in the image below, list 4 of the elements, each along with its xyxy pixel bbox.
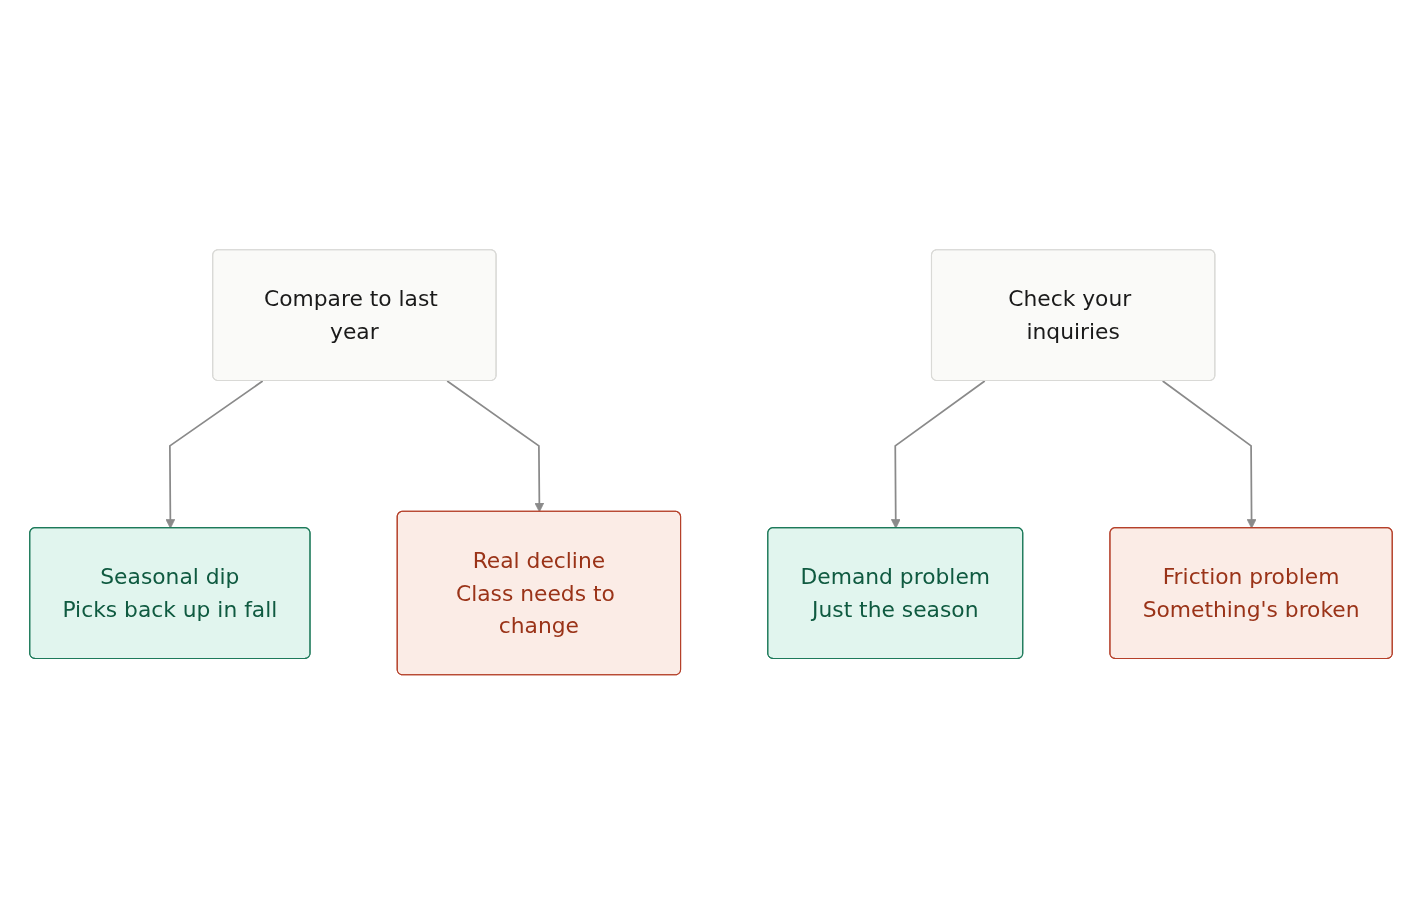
arrow	[165, 379, 264, 529]
arrow	[1161, 379, 1257, 529]
arrow	[446, 379, 545, 513]
arrow	[890, 379, 986, 529]
